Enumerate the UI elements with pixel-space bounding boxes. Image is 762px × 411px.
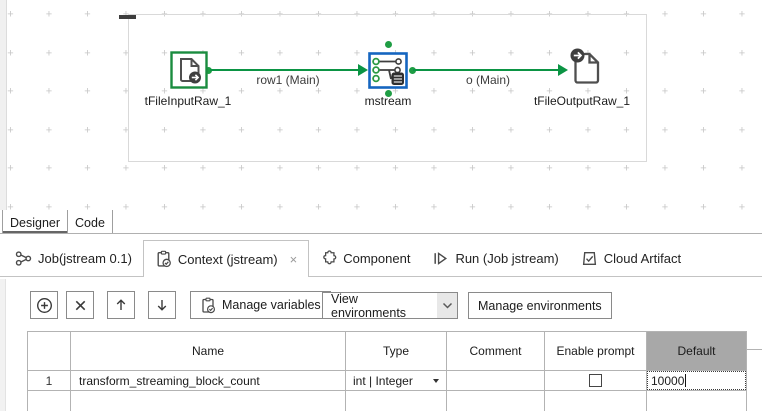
move-down-button[interactable] [148,291,176,319]
component-label-mstream[interactable]: mstream [364,94,412,108]
add-icon [36,297,52,313]
variable-name-cell[interactable]: transform_streaming_block_count [70,370,346,391]
variable-type-value: int | Integer [353,373,413,388]
move-down-icon [157,300,167,311]
cloud-artifact-icon [582,251,596,265]
component-anchor-dot-bottom[interactable] [385,89,392,97]
variable-type-cell[interactable]: int | Integer [345,370,447,391]
chevron-down-icon [437,293,457,318]
tab-component[interactable]: Component [309,240,421,276]
tab-component-label: Component [343,250,411,266]
view-environments-select[interactable]: View environments [322,291,458,320]
col-header-default[interactable]: Default [646,331,747,371]
move-up-button[interactable] [107,291,135,319]
tab-context-label: Context (jstream) [177,251,278,267]
add-variable-button[interactable] [30,291,58,319]
component-tfileoutputraw[interactable] [567,46,605,87]
file-input-icon [170,51,208,89]
manage-variables-icon [202,297,216,313]
col-header-enable-prompt[interactable]: Enable prompt [544,331,647,371]
text-cursor [685,374,687,387]
type-dropdown-caret-icon[interactable] [433,378,439,383]
component-label-tfileinputraw[interactable]: tFileInputRaw_1 [144,94,232,108]
job-icon [15,250,32,266]
table-empty-row [27,390,747,411]
tab-context[interactable]: Context (jstream) × [142,240,310,277]
col-header-type[interactable]: Type [345,331,447,371]
view-tab-bar: Job(jstream 0.1) Context (jstream) × Com… [0,240,762,277]
enable-prompt-cell [544,370,647,391]
variable-comment-cell[interactable] [446,370,545,391]
file-output-icon [570,48,600,84]
connection-o-arrowhead [558,64,568,76]
context-icon [157,250,171,268]
connection-o[interactable] [413,69,558,71]
manage-environments-label: Manage environments [478,298,602,313]
delete-variable-button[interactable] [66,291,94,319]
enable-prompt-checkbox[interactable] [589,374,602,387]
tab-run-label: Run (Job jstream) [455,250,559,266]
tab-job-label: Job(jstream 0.1) [38,250,132,266]
move-up-icon [116,299,126,310]
component-icon [323,249,337,264]
table-edge-line [746,349,762,350]
mstream-icon [368,52,408,89]
manage-environments-button[interactable]: Manage environments [468,292,612,319]
variable-default-cell[interactable]: 10000 [646,370,747,391]
design-canvas[interactable]: ++++++++++++++++++++++++++++++++++++++++… [0,0,762,213]
subjob-collapse-handle[interactable] [119,15,136,19]
connection-row1-label[interactable]: row1 (Main) [256,73,320,87]
table-header-row: Name Type Comment Enable prompt Default [27,331,747,371]
default-value-editor[interactable]: 10000 [647,371,746,390]
context-variables-table: Name Type Comment Enable prompt Default … [27,331,747,411]
subjob-outline [128,14,647,162]
context-view-panel: Manage variables View environments Manag… [0,277,762,411]
tab-cloud-artifact-label: Cloud Artifact [603,250,682,266]
component-label-tfileoutputraw[interactable]: tFileOutputRaw_1 [533,94,631,108]
close-icon[interactable]: × [289,251,298,267]
canvas-left-strip [0,0,7,210]
col-header-comment[interactable]: Comment [446,331,545,371]
row-index-cell[interactable]: 1 [27,370,71,391]
component-anchor-dot-top[interactable] [384,40,392,48]
connection-o-label[interactable]: o (Main) [465,73,511,87]
view-environments-value: View environments [331,291,407,320]
col-header-name[interactable]: Name [70,331,346,371]
panel-left-strip [0,279,6,411]
manage-variables-button[interactable]: Manage variables [190,291,331,319]
component-mstream[interactable] [368,52,408,89]
delete-icon [75,300,85,310]
manage-variables-label: Manage variables [222,298,321,312]
connection-endpoint-dot[interactable] [409,66,416,74]
tab-run[interactable]: Run (Job jstream) [421,240,569,276]
component-tfileinputraw[interactable] [170,51,208,89]
editor-tab-bar: Designer Code [0,210,762,234]
connection-row1-arrowhead [358,64,368,76]
tab-job[interactable]: Job(jstream 0.1) [4,240,143,276]
default-value-text: 10000 [651,373,685,388]
col-header-index[interactable] [27,331,71,371]
tab-designer[interactable]: Designer [2,210,69,233]
table-row: 1 transform_streaming_block_count int | … [27,370,747,391]
connection-endpoint-dot[interactable] [205,66,212,74]
run-icon [434,251,448,265]
connection-row1[interactable] [210,69,358,71]
tab-cloud-artifact[interactable]: Cloud Artifact [570,240,692,276]
tab-code[interactable]: Code [68,210,113,233]
